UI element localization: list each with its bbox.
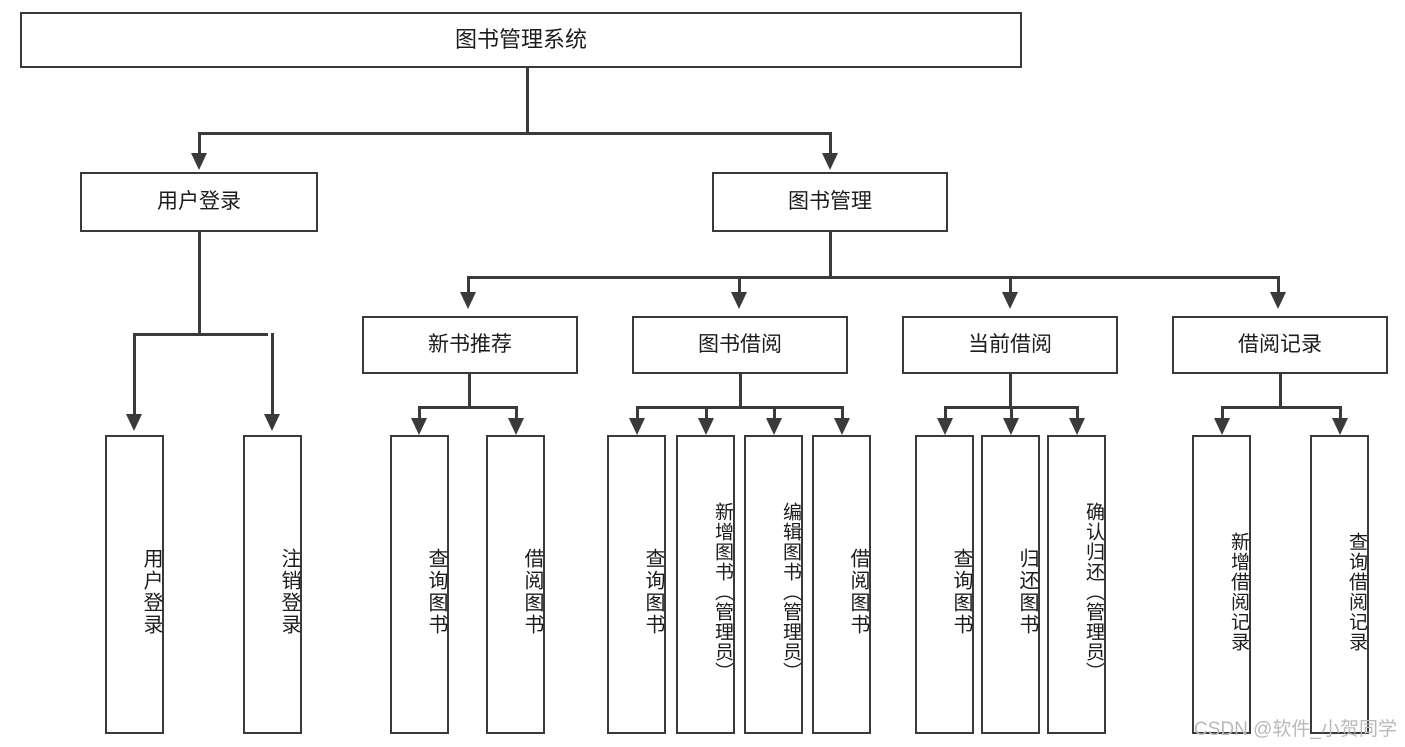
connector-cb-drop-3	[1076, 406, 1079, 420]
connector-bb-drop-3	[773, 406, 776, 420]
arrowhead-to-book-management	[822, 153, 838, 170]
arrowhead-to-leaf-user-login	[126, 414, 142, 431]
arrowhead-to-new-book-recommend	[460, 292, 476, 309]
connector-user-login-drop-2	[271, 333, 274, 416]
arrowhead-bb-leaf-3	[766, 418, 782, 435]
leaf-nbr-borrow-book[interactable]: 借阅图书	[486, 435, 545, 734]
connector-book-management-stem	[829, 232, 832, 278]
connector-user-login-bus	[133, 333, 268, 336]
connector-br-drop-2	[1339, 406, 1342, 420]
connector-bb-bus	[636, 406, 844, 409]
arrowhead-nbr-leaf-2	[508, 418, 524, 435]
arrowhead-to-borrow-record	[1270, 292, 1286, 309]
arrowhead-br-leaf-2	[1332, 418, 1348, 435]
node-book-borrow[interactable]: 图书借阅	[632, 316, 848, 374]
leaf-user-login[interactable]: 用户登录	[105, 435, 164, 734]
leaf-cb-query-book[interactable]: 查询图书	[915, 435, 974, 734]
node-new-book-recommend[interactable]: 新书推荐	[362, 316, 578, 374]
connector-nbr-drop-2	[515, 406, 518, 420]
arrowhead-br-leaf-1	[1214, 418, 1230, 435]
connector-bm-drop-4	[1277, 276, 1280, 294]
arrowhead-cb-leaf-1	[937, 418, 953, 435]
connector-cb-drop-1	[944, 406, 947, 420]
arrowhead-bb-leaf-4	[834, 418, 850, 435]
connector-bb-drop-2	[705, 406, 708, 420]
leaf-br-query-record[interactable]: 查询借阅记录	[1310, 435, 1369, 734]
connector-root-drop-left	[198, 132, 201, 156]
arrowhead-to-current-borrow	[1002, 292, 1018, 309]
connector-br-bus	[1221, 406, 1342, 409]
connector-cb-stem	[1009, 374, 1012, 408]
leaf-logout[interactable]: 注销登录	[243, 435, 302, 734]
node-root-book-management-system[interactable]: 图书管理系统	[20, 12, 1022, 68]
connector-bm-drop-3	[1009, 276, 1012, 294]
node-book-management[interactable]: 图书管理	[712, 172, 948, 232]
node-current-borrow[interactable]: 当前借阅	[902, 316, 1118, 374]
connector-root-stem	[526, 68, 529, 134]
arrowhead-cb-leaf-3	[1069, 418, 1085, 435]
node-borrow-record[interactable]: 借阅记录	[1172, 316, 1388, 374]
leaf-bb-query-book[interactable]: 查询图书	[607, 435, 666, 734]
connector-nbr-stem	[468, 374, 471, 408]
arrowhead-to-leaf-logout	[264, 414, 280, 431]
connector-user-login-stem	[198, 232, 201, 335]
connector-bm-drop-1	[467, 276, 470, 294]
connector-br-drop-1	[1221, 406, 1224, 420]
connector-br-stem	[1279, 374, 1282, 408]
node-user-login[interactable]: 用户登录	[80, 172, 318, 232]
leaf-bb-add-book-admin[interactable]: 新增图书（管理员）	[676, 435, 735, 734]
leaf-bb-borrow-book[interactable]: 借阅图书	[812, 435, 871, 734]
connector-cb-drop-2	[1010, 406, 1013, 420]
arrowhead-to-book-borrow	[731, 292, 747, 309]
connector-root-drop-right	[829, 132, 832, 156]
connector-book-management-bus	[467, 276, 1279, 279]
leaf-cb-return-book[interactable]: 归还图书	[981, 435, 1040, 734]
arrowhead-bb-leaf-2	[698, 418, 714, 435]
connector-bm-drop-2	[738, 276, 741, 294]
connector-user-login-drop-1	[133, 333, 136, 416]
arrowhead-to-user-login	[191, 153, 207, 170]
connector-bb-stem	[739, 374, 742, 408]
arrowhead-bb-leaf-1	[629, 418, 645, 435]
leaf-bb-edit-book-admin[interactable]: 编辑图书（管理员）	[744, 435, 803, 734]
connector-nbr-drop-1	[418, 406, 421, 420]
connector-nbr-bus	[418, 406, 518, 409]
arrowhead-cb-leaf-2	[1003, 418, 1019, 435]
arrowhead-nbr-leaf-1	[411, 418, 427, 435]
leaf-br-add-record[interactable]: 新增借阅记录	[1192, 435, 1251, 734]
connector-root-bus	[198, 132, 832, 135]
leaf-nbr-query-book[interactable]: 查询图书	[390, 435, 449, 734]
connector-bb-drop-1	[636, 406, 639, 420]
connector-bb-drop-4	[841, 406, 844, 420]
leaf-cb-confirm-return-admin[interactable]: 确认归还（管理员）	[1047, 435, 1106, 734]
